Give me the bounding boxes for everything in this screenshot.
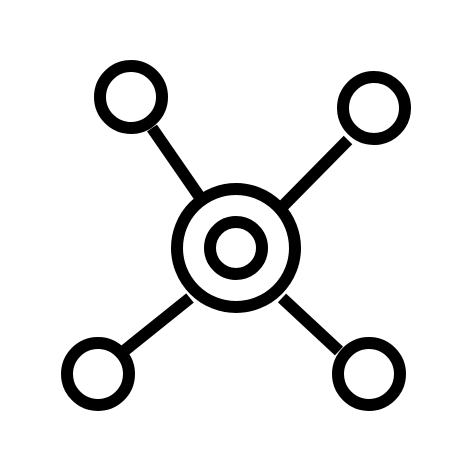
node-top-right <box>337 71 411 145</box>
node-circles <box>61 60 411 411</box>
node-bottom-left <box>61 337 135 411</box>
node-top-left <box>94 60 168 134</box>
node-bottom-right <box>332 337 406 411</box>
connector-bottom-right <box>277 293 344 356</box>
connector-lines <box>120 124 353 356</box>
connector-bottom-left <box>120 293 194 356</box>
connector-top-left <box>147 124 204 200</box>
hub-inner-ring <box>204 216 268 280</box>
connector-top-right <box>277 135 353 212</box>
